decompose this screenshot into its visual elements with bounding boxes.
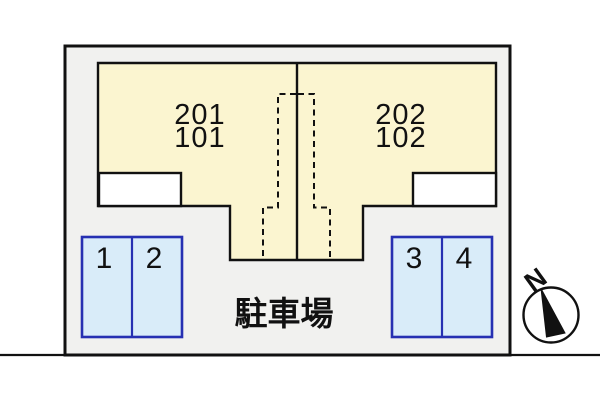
unit-label-upper-left: 201 [174,99,225,131]
unit-label-lower-right: 102 [375,122,426,154]
porch-left [97,171,183,208]
parking-space-number-1: 1 [96,242,113,275]
compass: N [519,262,580,344]
parking-space-number-4: 4 [456,242,473,275]
entry-path-dashed-left [262,93,296,259]
parking-block-right: 3 4 [390,235,494,339]
entry-path-dashed-right [298,93,331,259]
parking-space-number-3: 3 [406,242,423,275]
porch-right [411,171,498,208]
parking-block-left: 1 2 [80,235,184,339]
unit-label-lower-left: 101 [174,122,225,154]
parking-lot-label: 駐車場 [235,295,334,332]
parking-space-number-2: 2 [146,242,163,275]
unit-label-upper-right: 202 [375,99,426,131]
compass-needle-icon [540,288,566,338]
